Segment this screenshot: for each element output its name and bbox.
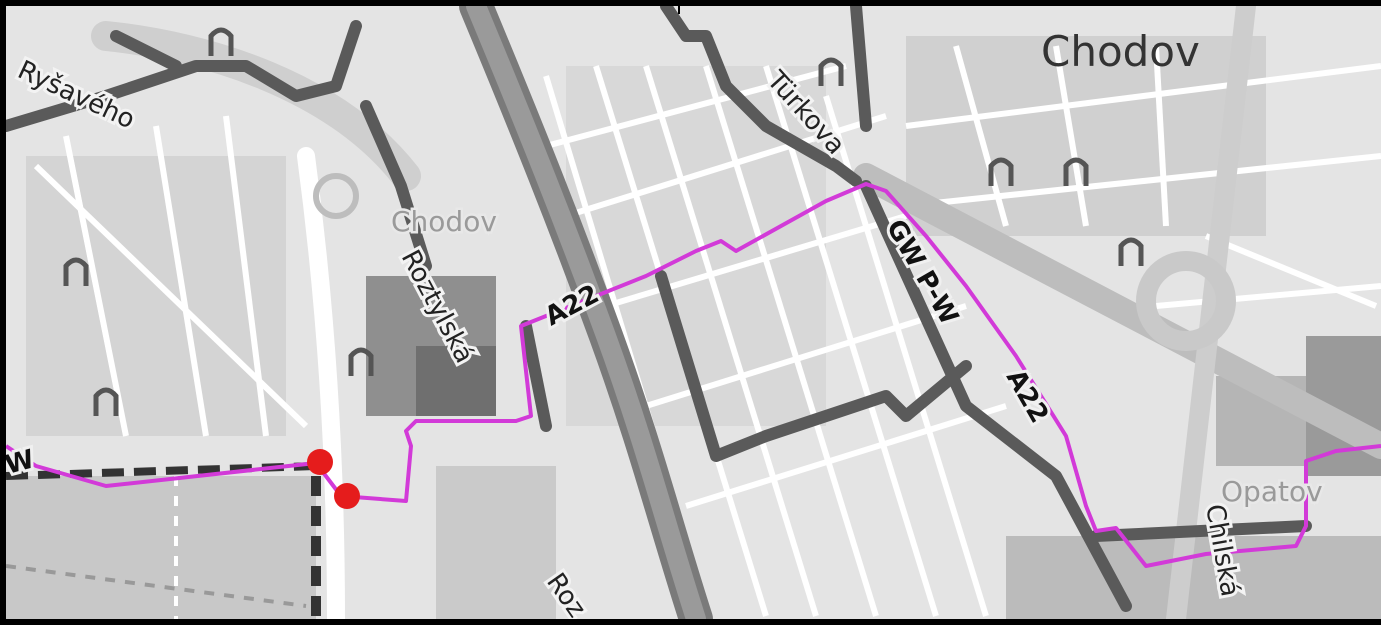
dark-lines (6, 6, 1312, 612)
metro-icon (63, 257, 89, 286)
metro-icon (1118, 237, 1144, 266)
label-opatov: Opatov (1221, 475, 1323, 508)
label-chodov-station: Chodov (391, 205, 497, 238)
metro-icons (63, 27, 1144, 416)
waypoint-marker[interactable] (334, 483, 360, 509)
metro-icon (208, 27, 234, 56)
metro-icon (1063, 157, 1089, 186)
metro-icon (93, 387, 119, 416)
metro-icon (818, 57, 844, 86)
minor-streets (33, 45, 1381, 617)
route-line[interactable] (6, 182, 1381, 568)
metro-icon (348, 347, 374, 376)
label-chodov-district: Chodov (1041, 27, 1200, 76)
metro-icon (988, 157, 1014, 186)
map-canvas[interactable]: Chodov Ryšavého Türkova Chodov Roztylská… (6, 6, 1381, 619)
waypoint-marker[interactable] (307, 449, 333, 475)
pane-divider (678, 0, 680, 14)
